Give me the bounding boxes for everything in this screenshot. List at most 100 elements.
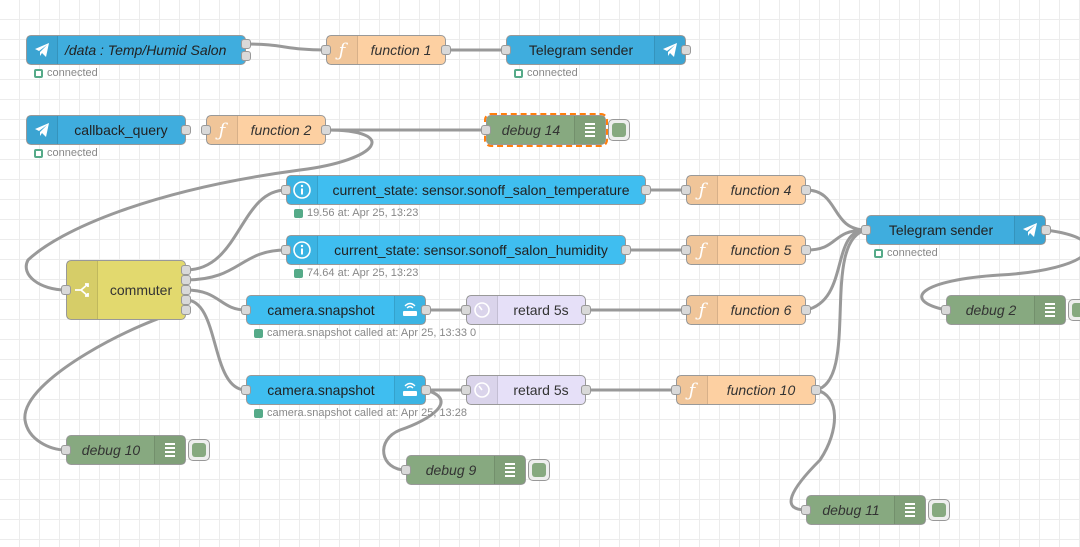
output-port[interactable] (181, 125, 191, 135)
telegram-sender-node-1[interactable]: Telegram sender (506, 35, 686, 65)
function-icon: ƒ (327, 36, 358, 64)
input-port[interactable] (321, 45, 331, 55)
output-port[interactable] (581, 305, 591, 315)
delay-node-retard-1[interactable]: retard 5s (466, 295, 586, 325)
function-node-5[interactable]: ƒ function 5 (686, 235, 806, 265)
output-port[interactable] (801, 245, 811, 255)
input-port[interactable] (281, 185, 291, 195)
status-ring-icon (34, 148, 43, 158)
camera-snapshot-node-1[interactable]: camera.snapshot (246, 295, 426, 325)
output-port[interactable] (641, 185, 651, 195)
debug-toggle-button[interactable] (528, 459, 550, 481)
input-port[interactable] (501, 45, 511, 55)
output-port[interactable] (321, 125, 331, 135)
debug-node-9[interactable]: debug 9 (406, 455, 526, 485)
debug-node-10[interactable]: debug 10 (66, 435, 186, 465)
telegram-receiver-node-data[interactable]: /data : Temp/Humid Salon (26, 35, 246, 65)
telegram-icon (1014, 216, 1045, 244)
node-label: callback_query (74, 122, 168, 138)
router-icon (394, 296, 425, 324)
function-node-4[interactable]: ƒ function 4 (686, 175, 806, 205)
input-port[interactable] (461, 385, 471, 395)
info-icon (287, 236, 318, 264)
output-port[interactable] (181, 285, 191, 295)
debug-toggle-button[interactable] (188, 439, 210, 461)
input-port[interactable] (281, 245, 291, 255)
node-label: function 1 (370, 42, 432, 58)
function-icon: ƒ (687, 296, 718, 324)
output-port[interactable] (181, 295, 191, 305)
function-node-2[interactable]: ƒ function 2 (206, 115, 326, 145)
node-status: connected (34, 67, 98, 79)
function-node-6[interactable]: ƒ function 6 (686, 295, 806, 325)
wire (185, 298, 247, 392)
function-node-1[interactable]: ƒ function 1 (326, 35, 446, 65)
input-port[interactable] (401, 465, 411, 475)
function-icon: ƒ (207, 116, 238, 144)
debug-toggle-button[interactable] (928, 499, 950, 521)
debug-list-icon (574, 116, 605, 144)
output-port[interactable] (801, 305, 811, 315)
input-port[interactable] (861, 225, 871, 235)
node-label: debug 14 (501, 122, 561, 138)
node-status: connected (34, 147, 98, 159)
debug-list-icon (894, 496, 925, 524)
output-port[interactable] (181, 275, 191, 285)
status-ring-icon (874, 248, 883, 258)
input-port[interactable] (461, 305, 471, 315)
wire (185, 188, 287, 272)
debug-node-11[interactable]: debug 11 (806, 495, 926, 525)
telegram-sender-node-2[interactable]: Telegram sender (866, 215, 1046, 245)
camera-snapshot-node-2[interactable]: camera.snapshot (246, 375, 426, 405)
function-icon: ƒ (677, 376, 708, 404)
input-port[interactable] (201, 125, 211, 135)
output-port[interactable] (1041, 225, 1051, 235)
node-label: debug 10 (81, 442, 141, 458)
node-label: debug 9 (425, 462, 477, 478)
wire (815, 228, 867, 392)
debug-list-icon (1034, 296, 1065, 324)
function-icon: ƒ (687, 176, 718, 204)
current-state-node-temperature[interactable]: current_state: sensor.sonoff_salon_tempe… (286, 175, 646, 205)
debug-node-14[interactable]: debug 14 (484, 113, 608, 147)
input-port[interactable] (241, 305, 251, 315)
output-port[interactable] (181, 305, 191, 315)
telegram-receiver-node-callback[interactable]: callback_query (26, 115, 186, 145)
input-port[interactable] (941, 305, 951, 315)
output-port[interactable] (581, 385, 591, 395)
timer-icon (467, 296, 498, 324)
output-port[interactable] (241, 39, 251, 49)
input-port[interactable] (241, 385, 251, 395)
output-port[interactable] (181, 265, 191, 275)
input-port[interactable] (671, 385, 681, 395)
current-state-node-humidity[interactable]: current_state: sensor.sonoff_salon_humid… (286, 235, 626, 265)
wire (185, 248, 287, 282)
switch-node-commuter[interactable]: commuter (66, 260, 186, 320)
status-dot-icon (294, 268, 303, 278)
info-icon (287, 176, 318, 204)
output-port[interactable] (681, 45, 691, 55)
node-label: function 4 (730, 182, 792, 198)
input-port[interactable] (61, 445, 71, 455)
input-port[interactable] (681, 305, 691, 315)
node-label: function 6 (730, 302, 792, 318)
input-port[interactable] (801, 505, 811, 515)
output-port[interactable] (811, 385, 821, 395)
output-port[interactable] (621, 245, 631, 255)
input-port[interactable] (681, 245, 691, 255)
debug-toggle-button[interactable] (1068, 299, 1080, 321)
output-port[interactable] (421, 305, 431, 315)
debug-node-2[interactable]: debug 2 (946, 295, 1066, 325)
output-port[interactable] (801, 185, 811, 195)
function-icon: ƒ (687, 236, 718, 264)
input-port[interactable] (681, 185, 691, 195)
function-node-10[interactable]: ƒ function 10 (676, 375, 816, 405)
delay-node-retard-2[interactable]: retard 5s (466, 375, 586, 405)
input-port[interactable] (481, 125, 491, 135)
debug-toggle-button[interactable] (608, 119, 630, 141)
output-port[interactable] (241, 51, 251, 61)
wire (805, 188, 867, 232)
input-port[interactable] (61, 285, 71, 295)
output-port[interactable] (441, 45, 451, 55)
output-port[interactable] (421, 385, 431, 395)
